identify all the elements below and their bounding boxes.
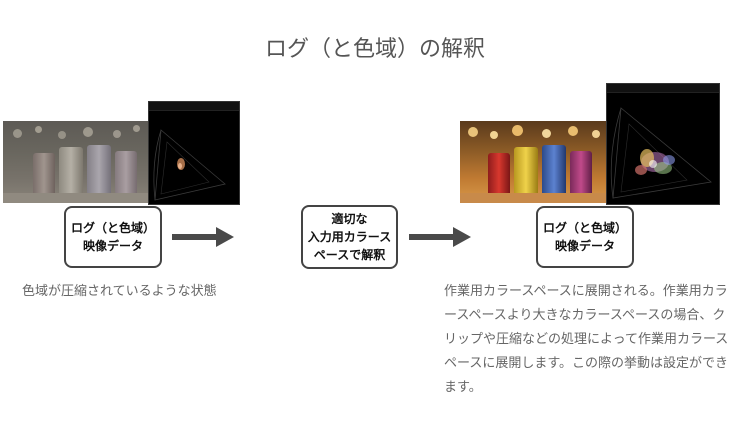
vectorscope-icon [610, 107, 712, 199]
box-line: 入力用カラース [307, 230, 392, 244]
right-arrow-icon [172, 227, 234, 247]
vectorscope-left [148, 101, 240, 205]
log-data-box-left: ログ（と色域） 映像データ [64, 206, 162, 268]
caption-right: 作業用カラースペースに展開される。作業用カラースペースより大きなカラースペースの… [444, 284, 729, 395]
box-line: 適切な [331, 212, 368, 226]
log-data-box-right: ログ（と色域） 映像データ [536, 206, 634, 268]
decoded-footage-image [460, 121, 610, 203]
box-line: ログ（と色域） [542, 221, 627, 235]
caption-left: 色域が圧縮されているような状態 [22, 284, 217, 299]
box-line: 映像データ [82, 239, 143, 253]
page-title: ログ（と色域）の解釈 [264, 37, 485, 62]
box-line: ペースで解釈 [313, 248, 386, 262]
box-line: 映像データ [554, 239, 615, 253]
box-line: ログ（と色域） [70, 221, 155, 235]
input-colorspace-box: 適切な 入力用カラース ペースで解釈 [301, 205, 398, 269]
log-footage-image [3, 121, 148, 203]
right-arrow-icon [409, 227, 471, 247]
vectorscope-icon [153, 129, 226, 201]
vectorscope-right [606, 83, 720, 205]
scope-header [149, 102, 239, 111]
scope-header [607, 84, 719, 93]
